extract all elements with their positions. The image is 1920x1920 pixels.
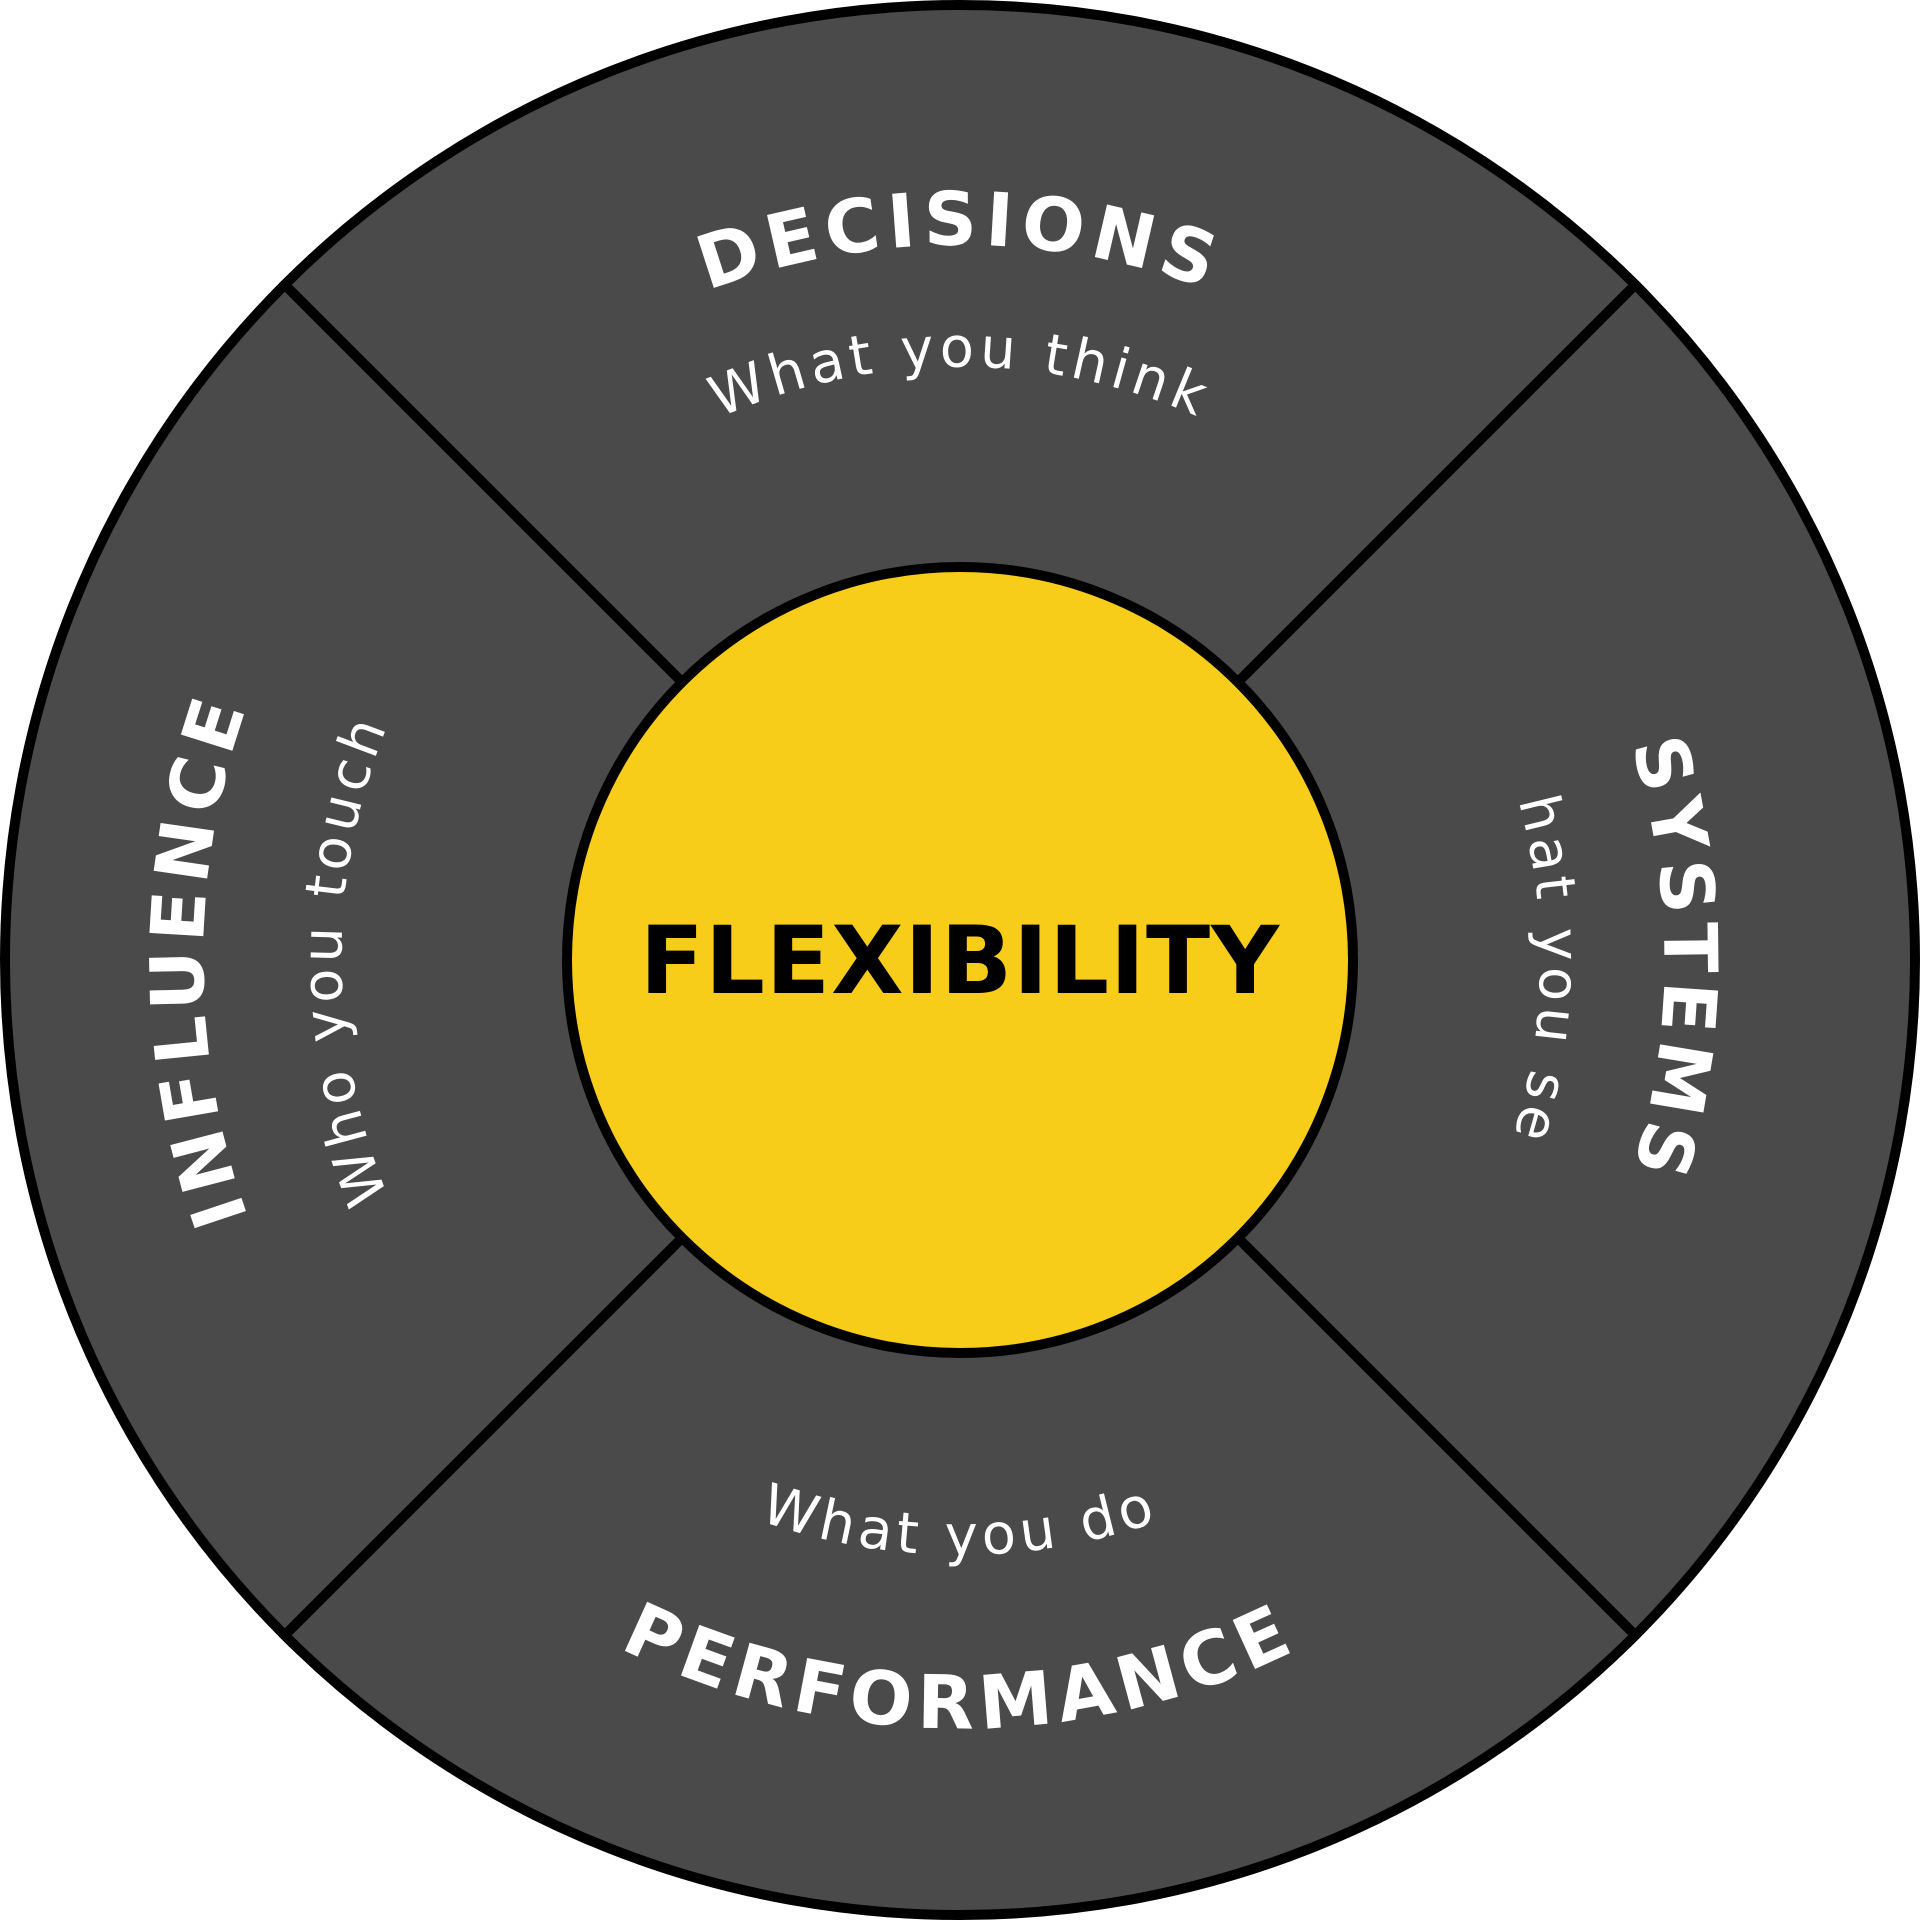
divider-top-left	[281, 281, 686, 686]
divider-bottom-right	[1234, 1234, 1639, 1639]
divider-top-right	[1234, 281, 1639, 686]
divider-bottom-left	[281, 1234, 686, 1639]
center-label: FLEXIBILITY	[640, 907, 1280, 1016]
center-circle	[562, 562, 1358, 1358]
